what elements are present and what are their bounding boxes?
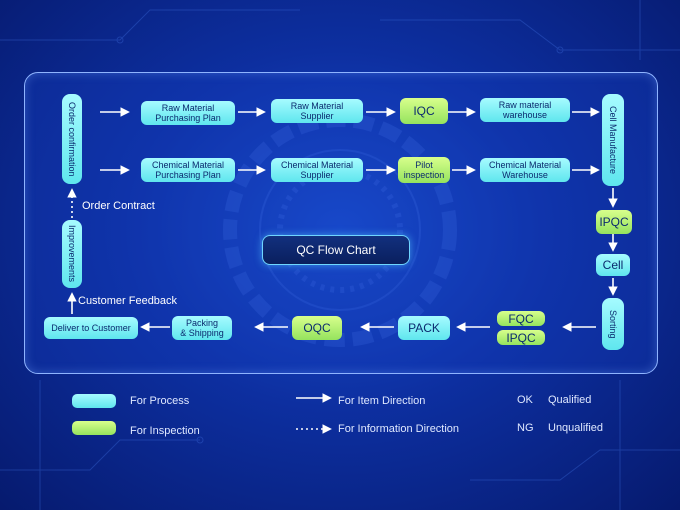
node-raw-material-warehouse: Raw material warehouse — [480, 98, 570, 122]
node-pilot-inspection: Pilot inspection — [398, 157, 450, 183]
node-oqc: OQC — [292, 316, 342, 340]
legend-inspection-label: For Inspection — [130, 425, 200, 437]
legend-process-swatch — [72, 394, 116, 408]
legend-ng-code: NG — [517, 422, 534, 434]
node-packing-shipping: Packing & Shipping — [172, 316, 232, 340]
node-chemical-material-purchasing-plan: Chemical Material Purchasing Plan — [141, 158, 235, 182]
node-cell-manufacture: Cell Manufacture — [602, 94, 624, 186]
node-chemical-material-warehouse: Chemical Material Warehouse — [480, 158, 570, 182]
legend-ok-text: Qualified — [548, 394, 592, 406]
node-raw-material-purchasing-plan: Raw Material Purchasing Plan — [141, 101, 235, 125]
legend-ok-code: OK — [517, 394, 533, 406]
legend-information-direction-label: For Information Direction — [338, 423, 460, 435]
node-cell: Cell — [596, 254, 630, 276]
node-ipqc-top: IPQC — [596, 210, 632, 234]
node-chemical-material-supplier: Chemical Material Supplier — [271, 158, 363, 182]
node-order-confirmation: Order confirmation — [62, 94, 82, 184]
label-order-contract: Order Contract — [82, 200, 155, 212]
node-raw-material-supplier: Raw Material Supplier — [271, 99, 363, 123]
legend-process-label: For Process — [130, 395, 190, 407]
legend-inspection-swatch — [72, 421, 116, 435]
node-sorting: Sorting — [602, 298, 624, 350]
node-deliver-to-customer: Deliver to Customer — [44, 317, 138, 339]
node-fqc: FQC — [497, 311, 545, 326]
label-customer-feedback: Customer Feedback — [78, 295, 178, 307]
node-pack: PACK — [398, 316, 450, 340]
legend-item-direction-label: For Item Direction — [338, 395, 426, 407]
node-improvements: Improvements — [62, 220, 82, 288]
node-ipqc-bottom: IPQC — [497, 330, 545, 345]
diagram-title: QC Flow Chart — [262, 235, 410, 265]
node-iqc: IQC — [400, 98, 448, 124]
legend-ng-text: Unqualified — [548, 422, 604, 434]
